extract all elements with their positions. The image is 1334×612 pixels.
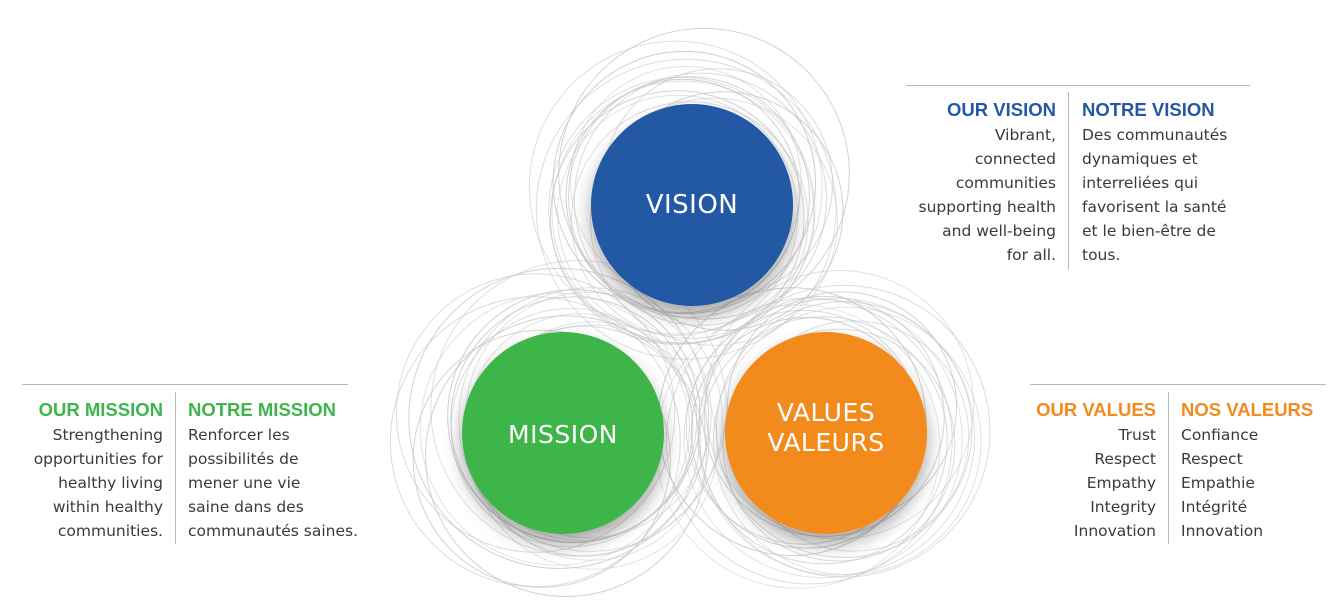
values-en-line: Respect xyxy=(1094,450,1156,468)
decorative-ring xyxy=(665,297,953,585)
vision-circle xyxy=(591,104,793,306)
values-label-fr: VALEURS xyxy=(767,428,885,457)
decorative-ring xyxy=(715,301,973,558)
vision-en-column: OUR VISION Vibrant, connected communities s… xyxy=(880,97,1056,267)
decorative-ring xyxy=(713,306,982,576)
mission-en-heading: OUR MISSION xyxy=(38,399,163,420)
decorative-ring xyxy=(528,40,823,335)
mission-circle-label: MISSION xyxy=(508,420,618,449)
values-circle-label: VALUES VALEURS xyxy=(746,398,906,458)
decorative-ring xyxy=(450,308,690,548)
vision-fr-line: et le bien-être de xyxy=(1082,222,1216,240)
decorative-ring xyxy=(699,316,948,565)
mission-divider xyxy=(175,392,176,544)
mission-en-line: opportunities for xyxy=(33,450,163,468)
decorative-ring xyxy=(551,80,815,344)
vision-divider xyxy=(1068,92,1069,270)
vision-fr-line: Des communautés xyxy=(1082,126,1228,144)
mission-fr-heading: NOTRE MISSION xyxy=(188,399,337,420)
mission-circle xyxy=(462,332,664,534)
decorative-ring xyxy=(590,97,838,346)
mission-en-line: communities. xyxy=(57,522,163,540)
ring-lines xyxy=(389,27,991,598)
vision-en-line: connected xyxy=(974,150,1056,168)
mission-fr-line: Renforcer les xyxy=(188,426,290,444)
mission-fr-line: mener une vie xyxy=(188,474,301,492)
vision-fr-line: tous. xyxy=(1082,246,1121,264)
values-en-line: Empathy xyxy=(1086,474,1156,492)
decorative-ring xyxy=(722,328,956,562)
mission-en-line: within healthy xyxy=(52,498,163,516)
vision-en-line: Vibrant, xyxy=(994,126,1056,144)
mission-fr-line: possibilités de xyxy=(188,450,299,468)
values-fr-line: Respect xyxy=(1181,450,1243,468)
mission-fr-line: saine dans des xyxy=(188,498,304,516)
vision-en-line: supporting health xyxy=(918,198,1056,216)
decorative-ring xyxy=(389,296,681,588)
vision-en-line: communities xyxy=(955,174,1056,192)
vision-fr-line: interreliées qui xyxy=(1082,174,1199,192)
decorative-ring xyxy=(549,90,805,345)
values-label-en: VALUES xyxy=(776,398,876,427)
decorative-ring xyxy=(558,27,850,320)
decorative-ring xyxy=(552,50,816,315)
vision-rule xyxy=(906,85,1250,86)
values-fr-line: Empathie xyxy=(1181,474,1255,492)
vision-fr-line: favorisent la santé xyxy=(1082,198,1227,216)
mission-fr-line: communautés saines. xyxy=(188,522,359,540)
vision-fr-line: dynamiques et xyxy=(1082,150,1198,168)
mission-en-line: healthy living xyxy=(58,474,163,492)
vision-en-line: and well-being xyxy=(942,222,1056,240)
vision-fr-heading: NOTRE VISION xyxy=(1082,99,1215,120)
values-fr-line: Innovation xyxy=(1181,522,1264,540)
mission-rule xyxy=(22,384,348,385)
decorative-ring xyxy=(419,292,693,566)
decorative-ring xyxy=(395,273,676,553)
decorative-ring xyxy=(704,270,975,540)
decorative-ring xyxy=(408,267,710,569)
values-fr-heading: NOS VALEURS xyxy=(1181,399,1314,420)
values-en-line: Integrity xyxy=(1090,498,1156,516)
vision-fr-column: NOTRE VISION Des communautés dynamiques e… xyxy=(1082,97,1262,267)
values-divider xyxy=(1168,392,1169,544)
decorative-ring xyxy=(425,315,707,598)
values-rule xyxy=(1030,384,1326,385)
values-en-line: Innovation xyxy=(1073,522,1156,540)
values-fr-line: Confiance xyxy=(1181,426,1259,444)
decorative-ring xyxy=(548,77,816,344)
decorative-ring xyxy=(412,329,671,588)
decorative-ring xyxy=(565,78,800,314)
values-circle xyxy=(725,332,927,534)
decorative-ring xyxy=(568,76,810,319)
mission-fr-column: NOTRE MISSION Renforcer les possibilités … xyxy=(188,397,388,543)
vision-circle-label: VISION xyxy=(645,190,739,220)
mission-en-line: Strengthening xyxy=(52,426,163,444)
values-en-heading: OUR VALUES xyxy=(1036,399,1156,420)
decorative-ring xyxy=(458,287,723,552)
decorative-ring xyxy=(570,101,809,339)
mission-en-column: OUR MISSION Strengthening opportunities f… xyxy=(0,397,163,543)
vision-en-line: for all. xyxy=(1006,246,1056,264)
decorative-ring xyxy=(683,299,963,579)
decorative-ring xyxy=(697,284,991,578)
values-en-line: Trust xyxy=(1118,426,1156,444)
decorative-ring xyxy=(703,295,945,537)
values-fr-line: Intégrité xyxy=(1181,498,1248,516)
vision-en-heading: OUR VISION xyxy=(947,99,1056,120)
